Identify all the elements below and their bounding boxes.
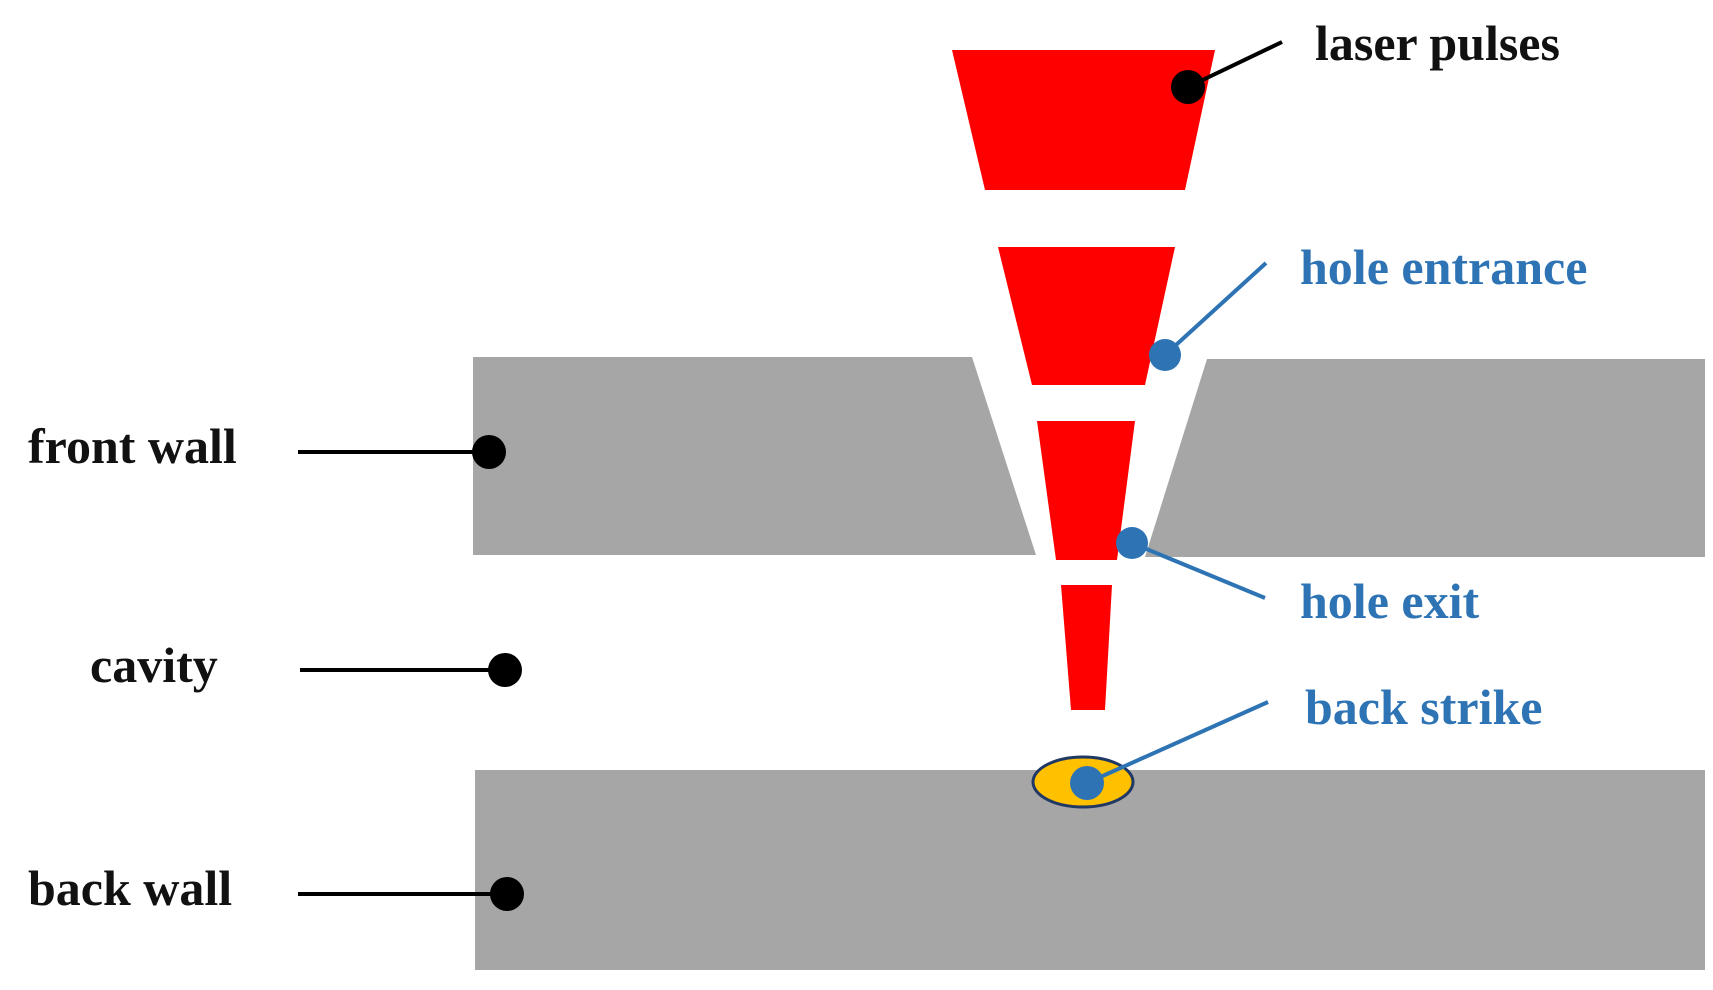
back-strike-leader <box>1086 700 1269 785</box>
laser-pulses-label: laser pulses <box>1315 15 1560 71</box>
front-wall-label: front wall <box>28 418 237 474</box>
hole-entrance-label: hole entrance <box>1300 239 1587 295</box>
laser-pulse-3 <box>1037 421 1135 560</box>
hole-entrance-marker <box>1149 339 1181 371</box>
front-wall-marker <box>472 435 506 469</box>
hole-exit-marker <box>1116 527 1148 559</box>
front-wall-right <box>1145 359 1705 557</box>
back-strike-marker <box>1070 766 1104 800</box>
cavity-marker <box>488 653 522 687</box>
laser-pulses-leader <box>1187 40 1283 89</box>
hole-exit-leader <box>1131 541 1266 600</box>
laser-pulse-1 <box>952 50 1215 190</box>
back-strike-label: back strike <box>1305 679 1543 735</box>
cavity-label: cavity <box>90 637 218 693</box>
laser-pulse-4 <box>1061 585 1112 710</box>
back-wall-marker <box>490 877 524 911</box>
hole-entrance-leader <box>1163 261 1268 357</box>
front-wall-left <box>473 357 1036 555</box>
back-wall-label: back wall <box>28 860 232 916</box>
hole-exit-label: hole exit <box>1300 573 1479 629</box>
laser-pulse-2 <box>998 247 1175 385</box>
laser-pulses-marker <box>1171 70 1205 104</box>
